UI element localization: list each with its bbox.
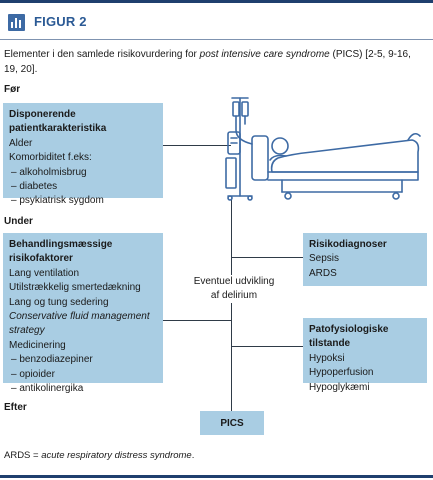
top-rule [0, 0, 433, 3]
list-item: – diabetes [11, 181, 58, 193]
list-item: Alder [9, 137, 33, 149]
box-title: Behandlingsmæssige risikofaktorer [9, 239, 113, 265]
section-label-during: Under [4, 216, 33, 227]
list-item: Utilstrækkelig smertedækning [9, 282, 141, 294]
list-item: Hypoksi [309, 352, 345, 364]
risk-diagnoses-box: Risikodiagnoser Sepsis ARDS [303, 233, 427, 286]
list-item: Hypoglykæmi [309, 381, 370, 393]
bottom-rule [0, 475, 433, 478]
list-item: ARDS [309, 267, 337, 279]
connector-pathophys [231, 346, 303, 347]
connector-patient [163, 145, 231, 146]
list-item: – psykiatrisk sygdom [11, 195, 104, 207]
list-item: Lang og tung sedering [9, 296, 109, 308]
list-item: – benzodiazepiner [11, 354, 93, 366]
list-item: Sepsis [309, 253, 340, 265]
pathophysiological-states-box: Patofysiologiske tilstande Hypoksi Hypop… [303, 318, 427, 393]
box-title: Patofysiologiske tilstande [309, 324, 389, 350]
list-item: Hypoperfusion [309, 367, 374, 379]
list-item: – antikolinergika [11, 383, 84, 395]
section-label-before: Før [4, 84, 21, 95]
section-label-after: Efter [4, 402, 27, 413]
delirium-label: Eventuel udvikling af delirium [186, 275, 282, 303]
figure-header: FIGUR 2 [0, 3, 433, 40]
treatment-risk-factors-box: Behandlingsmæssige risikofaktorer Lang v… [3, 233, 163, 394]
header-rule [0, 39, 433, 40]
box-title: Risikodiagnoser [309, 239, 387, 250]
bar-chart-icon [8, 14, 25, 31]
connector-main-vertical [231, 200, 232, 411]
delirium-line: Eventuel udvikling [193, 276, 275, 287]
list-item: Lang ventilation [9, 267, 80, 279]
delirium-line: af delirium [210, 290, 258, 301]
connector-treatment [163, 320, 231, 321]
list-item: strategy [9, 325, 45, 337]
list-item: Medicinering [9, 339, 66, 351]
list-item: Conservative fluid management [9, 311, 150, 323]
icu-patient-bed-with-iv-drip-icon [225, 97, 421, 201]
figure-caption: Elementer i den samlede risikovurdering … [4, 49, 411, 75]
pics-outcome-box: PICS [200, 411, 264, 435]
box-title: Disponerende patientkarakteristika [9, 109, 107, 135]
patient-characteristics-box: Disponerende patientkarakteristika Alder… [3, 103, 163, 206]
footnote: ARDS = acute respiratory distress syndro… [4, 450, 195, 461]
figure-title: FIGUR 2 [34, 14, 87, 29]
connector-risk-diagnoses [231, 257, 303, 258]
list-item: – opioider [11, 368, 55, 380]
list-item: – alkoholmisbrug [11, 166, 87, 178]
list-item: Komorbiditet f.eks: [9, 152, 92, 164]
